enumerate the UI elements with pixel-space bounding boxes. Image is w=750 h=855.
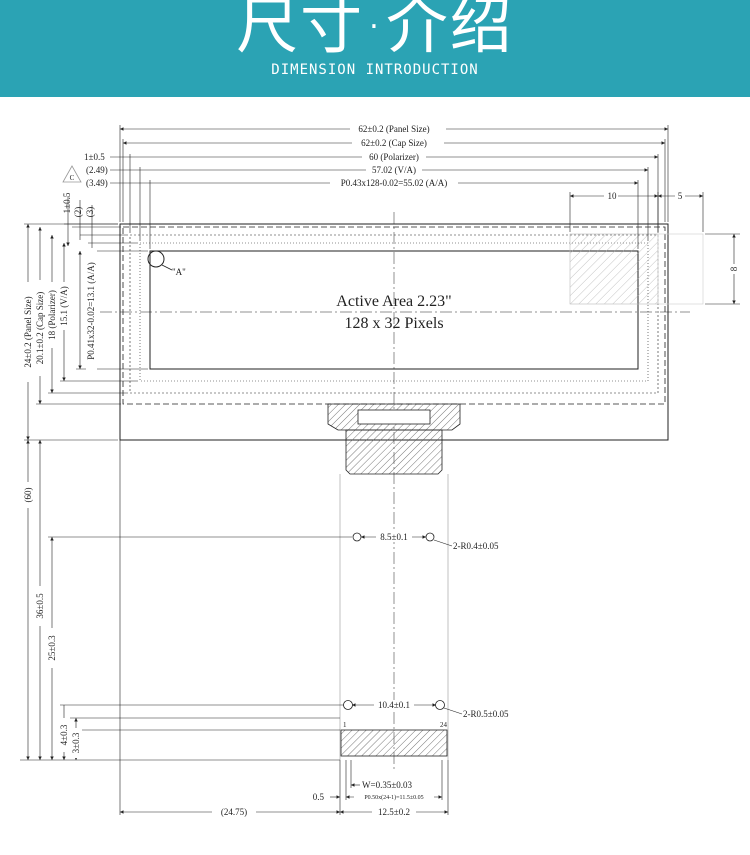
vdim-hole-distance: 25±0.3 <box>47 635 57 661</box>
vdim-aa-height: P0.41x32-0.02=13.1 (A/A) <box>86 262 96 360</box>
page-title: 尺寸·介绍 <box>236 0 514 62</box>
dim-fpc-offset: (24.75) <box>221 807 247 817</box>
fpc-slot <box>357 409 431 425</box>
vdim-va-height: 15.1 (V/A) <box>59 286 69 326</box>
page-subtitle: DIMENSION INTRODUCTION <box>271 62 479 78</box>
fpc-hole-2-left <box>343 700 353 710</box>
fpc-dimensions <box>119 440 463 815</box>
vdim-offset-1: 1±0.5 <box>62 192 72 213</box>
dim-hole-radius-2: 2-R0.5±0.05 <box>463 709 509 719</box>
dim-hole-spacing-2: 10.4±0.1 <box>378 700 410 710</box>
fpc-contact-pads <box>340 729 448 757</box>
left-dimensions <box>20 196 352 761</box>
dim-offset-2: (2.49) <box>86 165 108 175</box>
left-dimension-labels: 1±0.5 (2) (3) 24±0.2 (Panel Size) 20.1±0… <box>23 192 97 758</box>
dim-hole-spacing-1: 8.5±0.1 <box>380 532 407 542</box>
fpc-dimension-labels: 8.5±0.1 2-R0.4±0.05 10.4±0.1 2-R0.5±0.05… <box>212 532 509 817</box>
active-area-pixels: 128 x 32 Pixels <box>344 315 443 332</box>
vdim-polarizer-height: 18 (Polarizer) <box>47 290 57 340</box>
pin-first-label: 1 <box>343 721 347 729</box>
vdim-offset-3: (3) <box>85 207 95 218</box>
dim-aa-width: P0.43x128-0.02=55.02 (A/A) <box>341 178 448 188</box>
warning-triangle-icon: C <box>62 165 82 183</box>
svg-text:C: C <box>70 174 75 182</box>
dim-detail-width: 10 <box>608 191 618 201</box>
detail-a-leader <box>161 264 173 271</box>
vdim-total-height: (60) <box>23 488 33 503</box>
dim-cap-width: 62±0.2 (Cap Size) <box>361 138 427 148</box>
dim-va-width: 57.02 (V/A) <box>372 165 416 175</box>
dim-hole-radius-1: 2-R0.4±0.05 <box>453 541 499 551</box>
dim-pad-width: W=0.35±0.03 <box>362 780 413 790</box>
dim-pad-offset: 0.5 <box>313 792 325 802</box>
fpc-group <box>327 403 461 760</box>
detail-a-circle <box>147 250 165 268</box>
dim-offset-1: 1±0.5 <box>84 152 105 162</box>
vdim-tail-2: 3±0.3 <box>71 732 81 753</box>
pin-last-label: 24 <box>440 721 448 729</box>
fpc-hole-2-right <box>435 700 445 710</box>
dim-detail-offset: 5 <box>678 191 683 201</box>
top-dimension-labels: 62±0.2 (Panel Size) 62±0.2 (Cap Size) 60… <box>84 123 739 274</box>
detail-hatch <box>569 233 659 305</box>
fpc-hole-1-left <box>352 532 362 542</box>
dim-pitch: P0.50x(24-1)=11.5±0.05 <box>364 794 423 801</box>
detail-region <box>569 233 704 305</box>
dim-offset-3: (3.49) <box>86 178 108 188</box>
vdim-panel-height: 24±0.2 (Panel Size) <box>23 296 33 367</box>
fpc-neck <box>345 429 443 475</box>
detail-box <box>657 233 704 305</box>
dim-panel-width: 62±0.2 (Panel Size) <box>358 124 429 134</box>
vdim-tail-1: 4±0.3 <box>59 724 69 745</box>
dimension-drawing: Active Area 2.23" 128 x 32 Pixels "A" <box>20 123 740 817</box>
vdim-cap-height: 20.1±0.2 (Cap Size) <box>35 292 45 364</box>
vdim-offset-2: (2) <box>73 207 83 218</box>
fpc-hole-1-right <box>425 532 435 542</box>
dim-fpc-width: 12.5±0.2 <box>378 807 410 817</box>
dim-detail-height: 8 <box>729 266 739 271</box>
vdim-fpc-length: 36±0.5 <box>35 593 45 619</box>
dim-polarizer-width: 60 (Polarizer) <box>369 152 419 162</box>
header-banner: 尺寸·介绍 DIMENSION INTRODUCTION <box>0 0 750 97</box>
active-area-title: Active Area 2.23" <box>336 293 451 310</box>
detail-a-label: "A" <box>172 267 186 277</box>
